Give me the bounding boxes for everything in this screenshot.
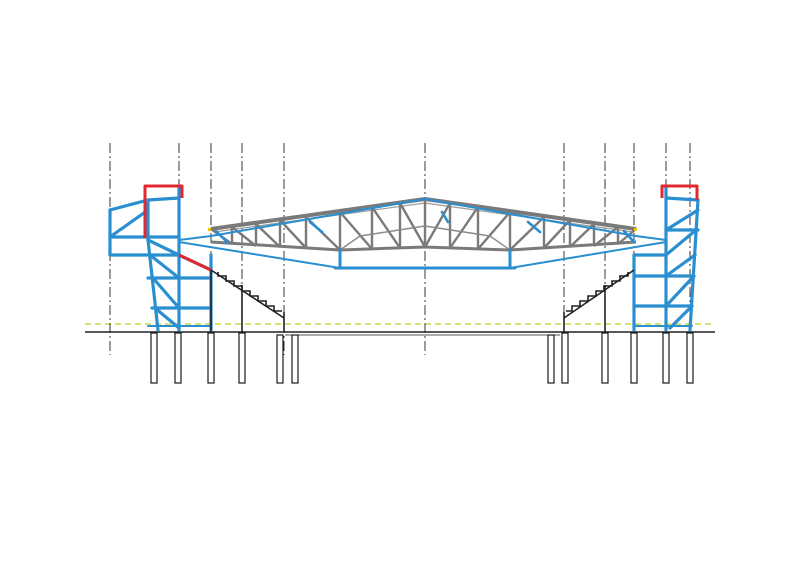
pile: [547, 334, 555, 384]
pile: [150, 332, 158, 384]
yellow-markers: [208, 228, 637, 231]
grandstands: [210, 269, 635, 332]
red-members: [143, 184, 699, 272]
pile: [207, 332, 215, 384]
right-top-frame-red: [660, 184, 699, 200]
left-stand-steps: [217, 272, 282, 312]
pile: [686, 332, 694, 384]
foundation-piles: [150, 332, 694, 384]
truss-blue-accents: [214, 210, 636, 245]
left-top-frame-red: [143, 184, 184, 238]
pile: [238, 332, 246, 384]
left-diagonal-red: [178, 253, 212, 272]
roof-tie-left: [178, 198, 426, 241]
left-tower: [108, 186, 213, 332]
pile: [291, 334, 299, 384]
ground-level-lines: [85, 323, 715, 336]
pile: [630, 332, 638, 384]
pile: [174, 332, 182, 384]
pile: [276, 334, 284, 384]
right-tower: [632, 186, 700, 332]
roof-tie-right: [424, 198, 667, 241]
pile: [601, 332, 609, 384]
blue-structure: [108, 186, 700, 332]
truss-verticals: [230, 199, 620, 250]
left-stand-rake: [210, 269, 285, 319]
truss-secondary-chord: [339, 225, 511, 251]
right-stand-rake: [563, 269, 635, 319]
right-stand-steps: [566, 272, 629, 312]
pile: [561, 332, 569, 384]
roof-tie-lower-left: [178, 241, 426, 269]
pile: [662, 332, 670, 384]
